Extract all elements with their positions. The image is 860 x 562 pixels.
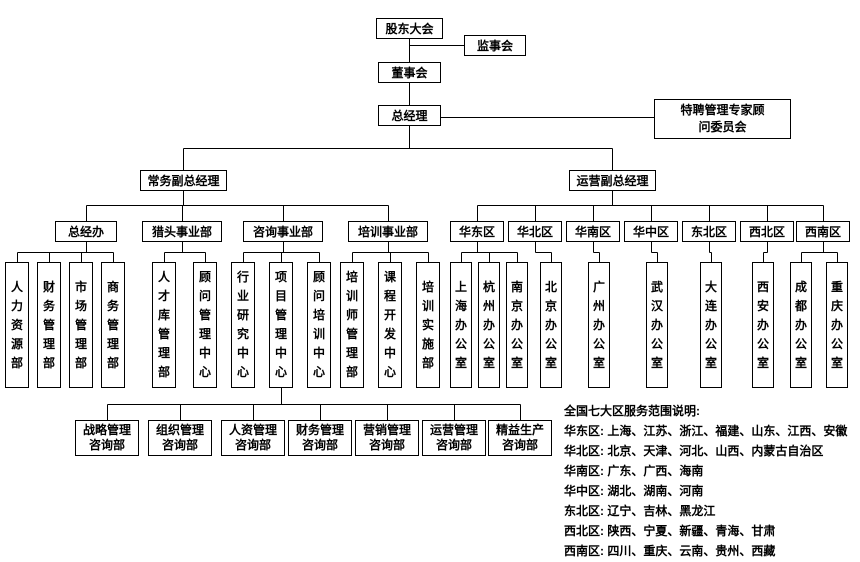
- node-training-division: 培训事业部: [348, 221, 428, 242]
- legend-line-northeast: 东北区: 辽宁、吉林、黑龙江: [564, 504, 716, 518]
- legend-line-northwest: 西北区: 陕西、宁夏、新疆、青海、甘肃: [564, 524, 776, 538]
- node-center-consultant-training: 顾问培训中心: [307, 262, 331, 388]
- label-line-1: 战略管理: [82, 423, 131, 437]
- label: 精益生产 咨询部: [496, 423, 544, 453]
- node-consulting-dept-operations: 运营管理 咨询部: [422, 420, 486, 456]
- label: 组织管理 咨询部: [156, 423, 204, 453]
- node-board-of-directors: 董事会: [378, 62, 441, 83]
- legend-line-east-china: 华东区: 上海、江苏、浙江、福建、山东、江西、安徽: [564, 424, 848, 438]
- node-dept-market-management: 市场管理部: [69, 262, 93, 388]
- node-office-chongqing: 重庆办公室: [826, 262, 848, 388]
- legend: 全国七大区服务范围说明: 华东区: 上海、江苏、浙江、福建、山东、江西、安徽 华…: [564, 401, 847, 561]
- node-shareholders-meeting: 股东大会: [376, 18, 443, 39]
- node-region-northwest: 西北区: [740, 221, 794, 242]
- node-center-industry-research: 行业研究中心: [231, 262, 255, 388]
- node-consulting-dept-hr: 人资管理 咨询部: [221, 420, 285, 456]
- label-line-1: 组织管理: [155, 423, 204, 437]
- node-dept-business-management: 商务管理部: [101, 262, 125, 388]
- label-line-2: 咨询部: [368, 438, 405, 452]
- label: 战略管理 咨询部: [83, 423, 131, 453]
- node-operations-deputy-gm: 运营副总经理: [569, 170, 656, 191]
- node-consulting-dept-finance: 财务管理 咨询部: [288, 420, 352, 456]
- node-general-manager: 总经理: [378, 105, 441, 126]
- node-dept-finance-management: 财务管理部: [37, 262, 61, 388]
- label-line-1: 营销管理: [362, 423, 411, 437]
- legend-line-southwest: 西南区: 四川、重庆、云南、贵州、西藏: [564, 544, 776, 558]
- legend-line-north-china: 华北区: 北京、天津、河北、山西、内蒙古自治区: [564, 444, 824, 458]
- node-region-east-china: 华东区: [450, 221, 504, 242]
- label-line-1: 运营管理: [429, 423, 478, 437]
- legend-line-central-china: 华中区: 湖北、湖南、河南: [564, 484, 704, 498]
- node-supervisory-board: 监事会: [464, 35, 526, 56]
- advisory-committee-label: 特聘管理专家顾问委员会: [680, 103, 765, 134]
- node-consulting-division: 咨询事业部: [243, 221, 323, 242]
- node-consulting-dept-marketing: 营销管理 咨询部: [355, 420, 419, 456]
- node-office-beijing: 北京办公室: [540, 262, 562, 388]
- node-dept-training-implementation: 培训实施部: [416, 262, 440, 388]
- node-dept-talent-pool: 人才库管理部: [152, 262, 176, 388]
- node-office-wuhan: 武汉办公室: [646, 262, 668, 388]
- node-consulting-dept-lean-production: 精益生产 咨询部: [488, 420, 552, 456]
- label-line-1: 财务管理: [295, 423, 344, 437]
- node-office-chengdu: 成都办公室: [790, 262, 812, 388]
- node-office-nanjing: 南京办公室: [506, 262, 528, 388]
- node-office-dalian: 大连办公室: [700, 262, 722, 388]
- label-line-1: 人资管理: [228, 423, 277, 437]
- label-line-2: 咨询部: [88, 438, 125, 452]
- node-center-project-management: 项目管理中心: [269, 262, 293, 388]
- node-headhunting-division: 猎头事业部: [142, 221, 222, 242]
- label: 营销管理 咨询部: [363, 423, 411, 453]
- label-line-2: 咨询部: [435, 438, 472, 452]
- label-line-2: 咨询部: [301, 438, 338, 452]
- node-consulting-dept-organization: 组织管理 咨询部: [148, 420, 212, 456]
- node-office-xian: 西安办公室: [752, 262, 774, 388]
- node-executive-deputy-gm: 常务副总经理: [140, 170, 227, 191]
- label: 人资管理 咨询部: [229, 423, 277, 453]
- node-center-consultant-management: 顾问管理中心: [193, 262, 217, 388]
- node-advisory-committee: 特聘管理专家顾问委员会: [654, 99, 791, 139]
- node-office-guangzhou: 广州办公室: [588, 262, 610, 388]
- node-region-south-china: 华南区: [566, 221, 620, 242]
- label-line-2: 咨询部: [501, 438, 538, 452]
- label: 财务管理 咨询部: [296, 423, 344, 453]
- node-region-northeast: 东北区: [682, 221, 736, 242]
- node-gm-office: 总经办: [55, 221, 117, 242]
- label: 运营管理 咨询部: [430, 423, 478, 453]
- node-office-hangzhou: 杭州办公室: [478, 262, 500, 388]
- node-region-central-china: 华中区: [624, 221, 678, 242]
- label-line-1: 精益生产: [495, 423, 544, 437]
- legend-line-south-china: 华南区: 广东、广西、海南: [564, 464, 704, 478]
- node-dept-human-resources: 人力资源部: [5, 262, 29, 388]
- node-center-course-development: 课程开发中心: [378, 262, 402, 388]
- label-line-2: 咨询部: [161, 438, 198, 452]
- legend-title: 全国七大区服务范围说明:: [564, 404, 700, 418]
- node-dept-trainer-management: 培训师管理部: [340, 262, 364, 388]
- node-office-shanghai: 上海办公室: [450, 262, 472, 388]
- node-consulting-dept-strategy: 战略管理 咨询部: [75, 420, 139, 456]
- node-region-north-china: 华北区: [508, 221, 562, 242]
- node-region-southwest: 西南区: [796, 221, 850, 242]
- label-line-2: 咨询部: [234, 438, 271, 452]
